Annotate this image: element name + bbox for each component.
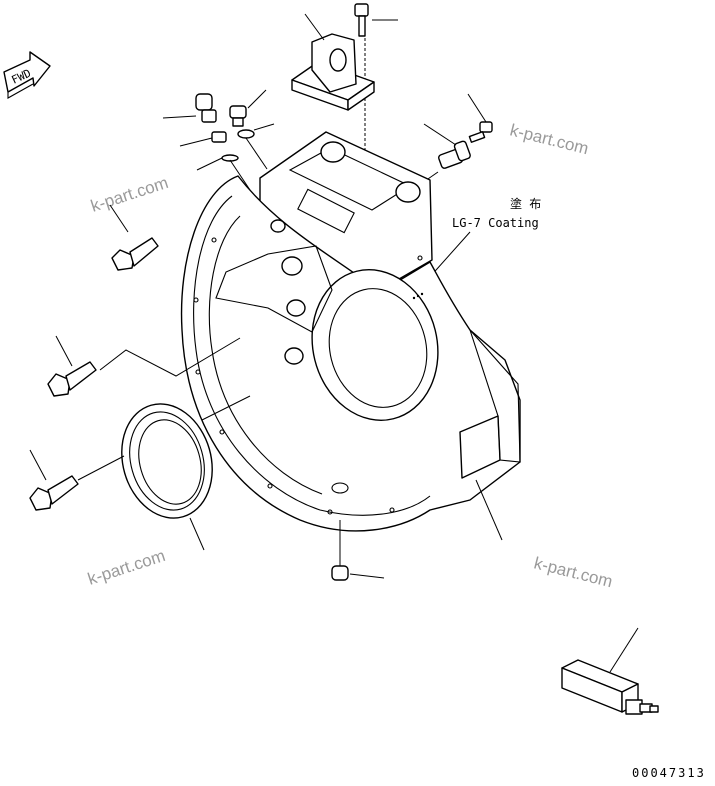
sensor-bolt <box>467 93 493 143</box>
watermark: k-part.com <box>88 173 170 216</box>
square-shaft-tool <box>561 627 659 715</box>
oil-seal <box>121 395 251 551</box>
washer <box>196 154 251 191</box>
drawing-number: 00047313 <box>632 766 706 780</box>
coating-note-english: LG-7 Coating <box>452 216 539 230</box>
speed-sensor <box>411 123 471 191</box>
lifting-bracket <box>291 13 375 111</box>
mounting-bolt-upper <box>109 204 159 271</box>
watermark: k-part.com <box>532 553 615 591</box>
drain-plug <box>331 520 385 581</box>
coating-note-japanese: 塗 布 <box>510 196 541 211</box>
mounting-bolt-lower <box>29 449 125 511</box>
fwd-arrow-icon: FWD <box>3 51 51 99</box>
flywheel-housing <box>180 131 521 541</box>
o-ring <box>237 123 275 170</box>
top-bolt <box>354 3 398 37</box>
sensor-plug <box>162 93 217 123</box>
plug <box>229 89 267 127</box>
plug-small <box>179 131 227 147</box>
watermark: k-part.com <box>85 546 167 589</box>
mounting-bolt-middle <box>47 335 241 397</box>
watermark: k-part.com <box>508 120 591 158</box>
